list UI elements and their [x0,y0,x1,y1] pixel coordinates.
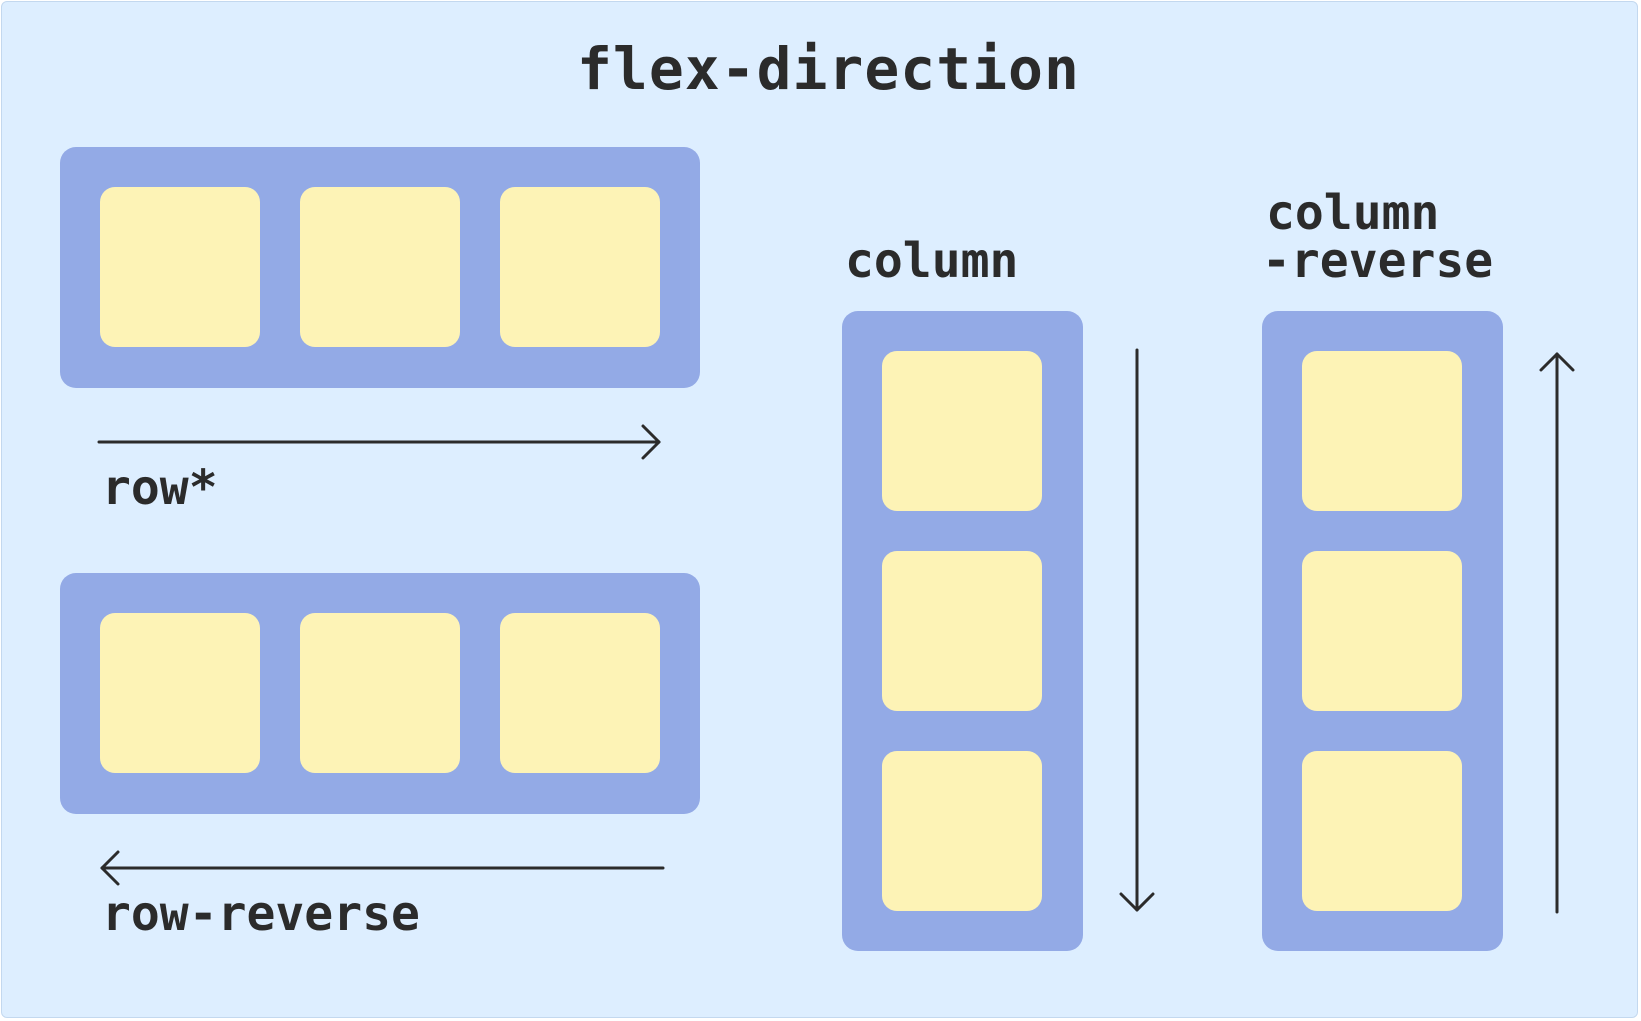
row-container [60,147,700,388]
column-reverse-item-3 [1302,751,1462,911]
row-label: row* [102,460,218,516]
column-reverse-label-line2: -reverse [1262,233,1494,289]
column-container [842,311,1083,951]
row-item-1 [100,187,260,347]
column-item-2 [882,551,1042,711]
row-reverse-arrow [100,850,665,886]
column-reverse-item-1 [1302,351,1462,511]
column-reverse-label-line1: column [1266,185,1440,241]
column-reverse-container [1262,311,1503,951]
row-item-2 [300,187,460,347]
column-item-3 [882,751,1042,911]
row-reverse-item-2 [300,613,460,773]
diagram-title: flex-direction [577,35,1080,103]
row-arrow [97,424,661,460]
row-reverse-item-1 [100,613,260,773]
column-arrow [1119,348,1155,912]
column-reverse-item-2 [1302,551,1462,711]
column-label: column [845,233,1019,289]
row-reverse-container [60,573,700,814]
row-reverse-label: row-reverse [102,886,420,942]
column-reverse-arrow [1539,352,1575,914]
column-item-1 [882,351,1042,511]
row-reverse-item-3 [500,613,660,773]
row-item-3 [500,187,660,347]
